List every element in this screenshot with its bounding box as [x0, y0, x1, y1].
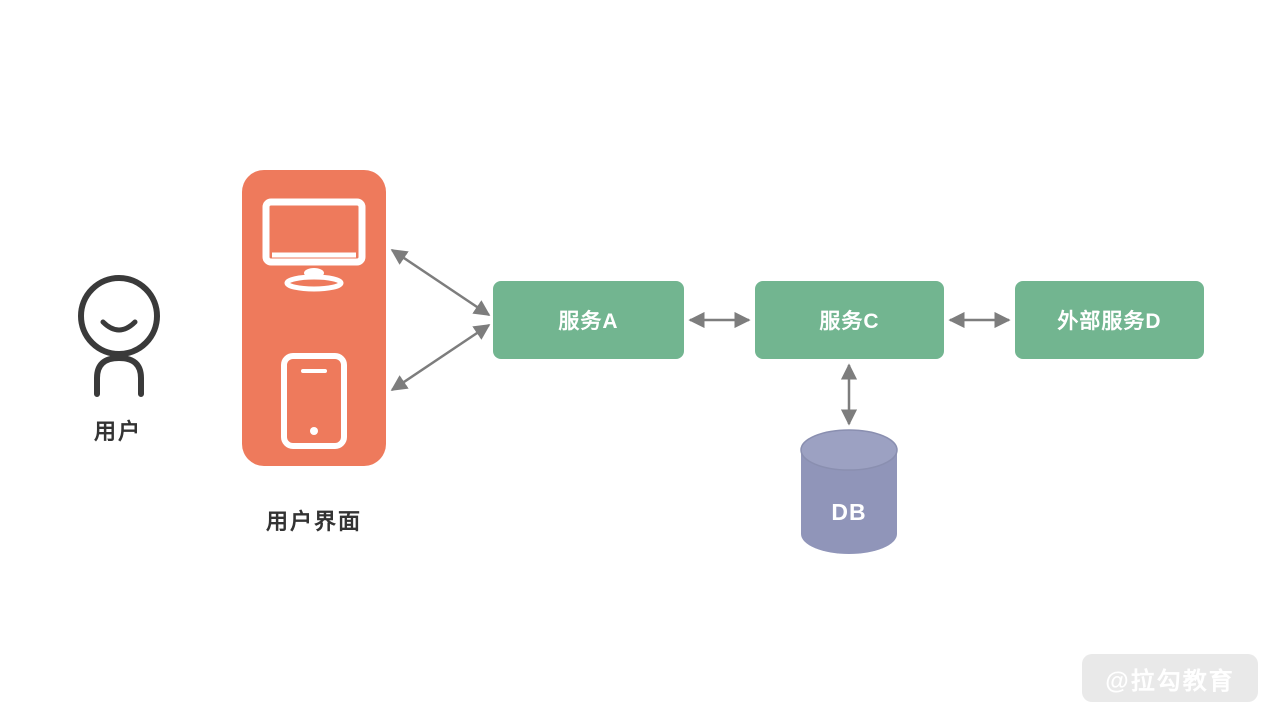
- user-smile-icon: [100, 319, 138, 333]
- service-d-box: 外部服务D: [1015, 281, 1204, 359]
- database-cylinder: DB: [795, 428, 903, 560]
- db-body: [801, 450, 897, 554]
- service-a-label: 服务A: [558, 310, 619, 333]
- service-d-label: 外部服务D: [1057, 310, 1162, 333]
- ui-panel: [242, 170, 386, 466]
- device-icons: [262, 198, 366, 449]
- arrow-ui-to-service-a-bottom: [390, 323, 491, 392]
- tablet-icon: [281, 353, 347, 449]
- user-label: 用户: [93, 419, 142, 444]
- user-icon: [78, 275, 160, 397]
- watermark-label: @拉勾教育: [1105, 667, 1235, 695]
- arrow-ui-to-service-a-top: [390, 248, 491, 317]
- service-a-box: 服务A: [493, 281, 684, 359]
- monitor-icon: [262, 198, 366, 292]
- watermark-badge: @拉勾教育: [1082, 654, 1258, 702]
- db-label: DB: [831, 499, 866, 525]
- service-c-label: 服务C: [819, 310, 880, 333]
- ui-panel-label: 用户界面: [265, 509, 362, 534]
- user-body-icon: [94, 354, 144, 397]
- db-top: [800, 429, 898, 471]
- service-c-box: 服务C: [755, 281, 944, 359]
